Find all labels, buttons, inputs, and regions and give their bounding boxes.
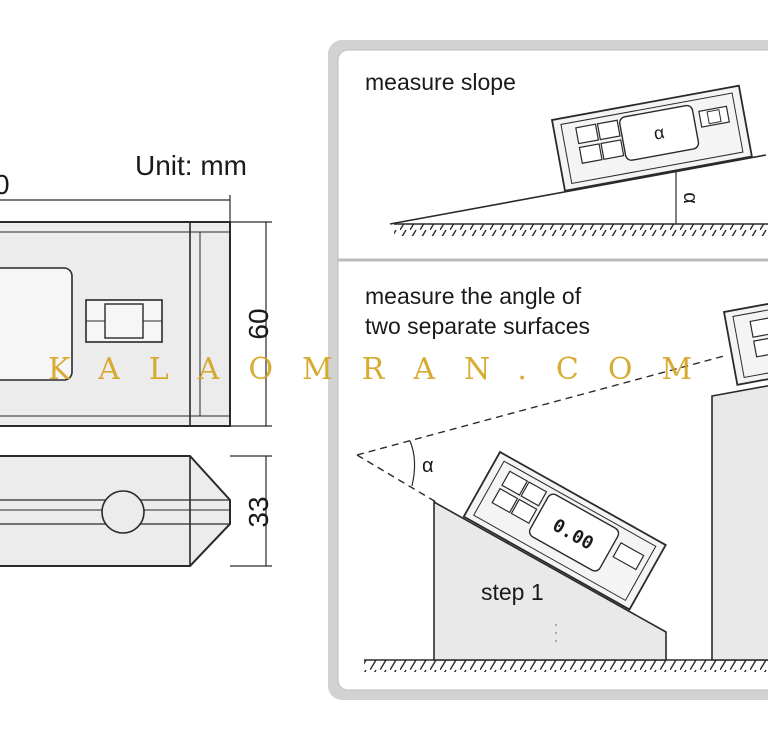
level-device-step2 [722,289,768,386]
surfaces-title-line2: two separate surfaces [365,313,590,339]
device-display-symbol: α [652,122,666,144]
slope-title: measure slope [365,69,516,95]
right-block [711,385,768,661]
top-dimension-label: 0 [0,169,10,200]
front-view [0,221,231,427]
watermark-text: KALAOMRAN.COM [48,352,722,387]
level-vial-icon [85,299,163,343]
mount-hole [101,490,145,534]
usage-panel: measure slope α α measure the angle of [328,40,768,700]
height-dimension: 60 [230,221,274,427]
display-window [0,267,73,381]
unit-label: Unit: mm [135,150,247,181]
height-dimension-label: 60 [243,308,274,339]
slope-angle-symbol: α [679,192,701,204]
surfaces-angle-symbol: α [422,455,434,477]
left-block [433,500,667,661]
level-device-step1: 0.00 [462,450,667,611]
level-device-on-slope: α [550,84,753,192]
thickness-dimension-label: 33 [243,496,274,527]
side-view [0,455,231,567]
technical-drawing: 0 Unit: mm 60 [0,150,274,567]
surfaces-title-line1: measure the angle of [365,283,582,309]
slope-section: measure slope α α [365,69,768,236]
step-label: step 1 [481,579,544,605]
top-dimension: 0 [0,169,231,222]
surfaces-section: measure the angle of two separate surfac… [356,283,768,672]
slope-surface [389,154,767,225]
thickness-dimension: 33 [230,455,274,567]
